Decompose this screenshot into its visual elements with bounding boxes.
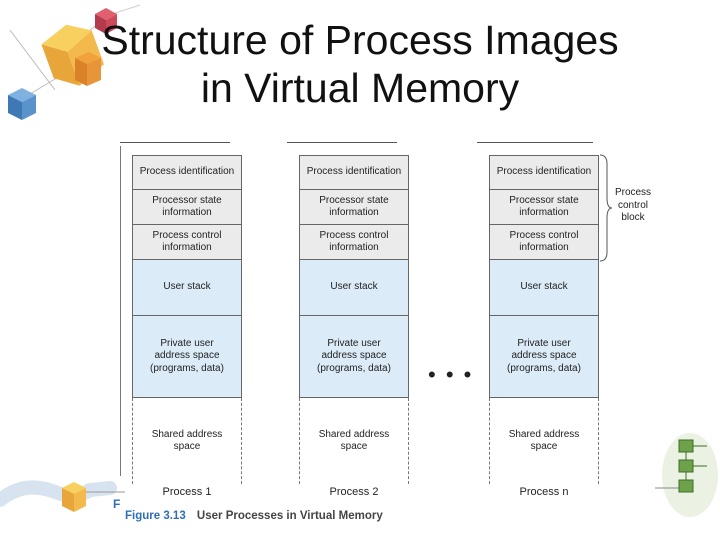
process-image-2: Process identification Processor state i… — [299, 155, 409, 498]
process-control-segment: Process control information — [132, 225, 242, 260]
frame-top-line — [287, 142, 397, 143]
frame-top-line — [477, 142, 593, 143]
user-stack-segment: User stack — [132, 260, 242, 316]
segment-label: Shared address — [318, 428, 390, 440]
segment-label: Private user — [160, 337, 214, 349]
segment-label: Process identification — [496, 166, 592, 178]
segment-label: space — [340, 441, 368, 452]
user-stack-segment: User stack — [489, 260, 599, 316]
decorative-cubes-graphic — [8, 4, 141, 120]
slide-title: Structure of Process Images in Virtual M… — [101, 17, 619, 111]
segment-label: (programs, data) — [507, 362, 581, 374]
frame-top-line — [120, 142, 230, 143]
process-control-block-label: Process control block — [614, 187, 652, 223]
segment-label: Private user — [327, 337, 381, 349]
private-address-space-segment: Private user address space (programs, da… — [299, 316, 409, 398]
private-address-space-segment: Private user address space (programs, da… — [132, 316, 242, 398]
segment-label: Private user — [517, 337, 571, 349]
segment-label: Processor state information — [509, 194, 579, 219]
brace-icon — [599, 154, 613, 262]
segment-label: space — [173, 441, 201, 452]
figure-caption-text: User Processes in Virtual Memory — [196, 510, 383, 522]
process-label: Process 1 — [162, 486, 212, 498]
process-image-n: Process identification Processor state i… — [489, 155, 599, 498]
segment-label: address space — [154, 350, 220, 362]
segment-label: (programs, data) — [150, 362, 224, 374]
segment-label: Process identification — [139, 166, 235, 178]
process-label: Process 2 — [329, 486, 379, 498]
shared-address-space-segment: Shared address space — [489, 398, 599, 484]
segment-label: Process control information — [509, 229, 579, 254]
private-address-space-segment: Private user address space (programs, da… — [489, 316, 599, 398]
figure-number: Figure 3.13 — [125, 510, 186, 522]
process-image-1: Process identification Processor state i… — [132, 155, 242, 498]
segment-label: address space — [511, 350, 577, 362]
process-control-segment: Process control information — [489, 225, 599, 260]
frame-left-line — [120, 146, 121, 476]
decorative-hand-graphic — [0, 480, 125, 512]
segment-label: Processor state information — [319, 194, 389, 219]
processor-state-segment: Processor state information — [299, 190, 409, 225]
segment-label: (programs, data) — [317, 362, 391, 374]
shared-address-space-segment: Shared address space — [299, 398, 409, 484]
figure-caption: Figure 3.13 User Processes in Virtual Me… — [125, 510, 383, 522]
user-stack-segment: User stack — [299, 260, 409, 316]
caption-fragment: F — [113, 497, 121, 511]
process-control-segment: Process control information — [299, 225, 409, 260]
segment-label: Process identification — [306, 166, 402, 178]
segment-label: Shared address — [508, 428, 580, 440]
segment-label: Processor state information — [152, 194, 222, 219]
segment-label: Shared address — [151, 428, 223, 440]
process-label: Process n — [519, 486, 569, 498]
segment-label: User stack — [520, 281, 568, 293]
ellipsis-dots: • • • — [428, 362, 474, 387]
segment-label: User stack — [330, 281, 378, 293]
process-identification-segment: Process identification — [132, 155, 242, 190]
process-identification-segment: Process identification — [299, 155, 409, 190]
segment-label: User stack — [163, 281, 211, 293]
decorative-blocks-graphic — [655, 433, 718, 517]
process-identification-segment: Process identification — [489, 155, 599, 190]
segment-label: Process control information — [152, 229, 222, 254]
processor-state-segment: Processor state information — [132, 190, 242, 225]
segment-label: Process control information — [319, 229, 389, 254]
processor-state-segment: Processor state information — [489, 190, 599, 225]
segment-label: address space — [321, 350, 387, 362]
shared-address-space-segment: Shared address space — [132, 398, 242, 484]
segment-label: space — [530, 441, 558, 452]
